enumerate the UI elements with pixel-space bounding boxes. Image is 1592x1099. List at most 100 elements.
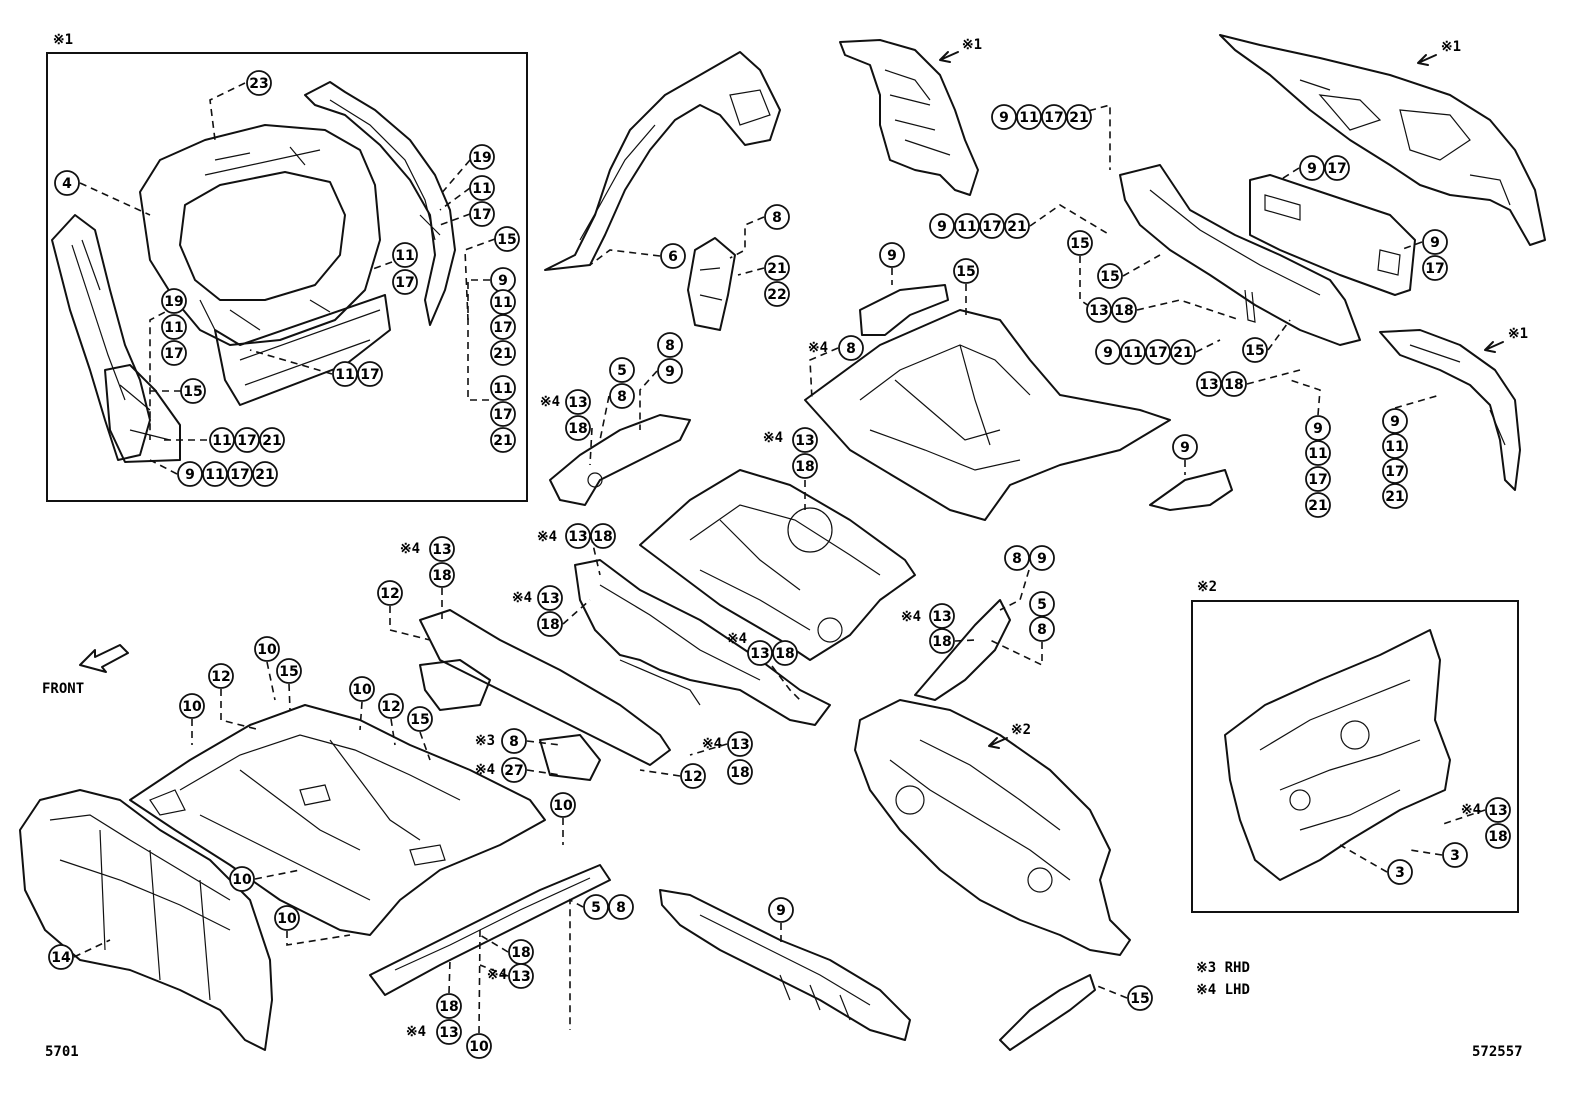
part-number-callout: 13 — [565, 523, 591, 549]
part-number-callout: 21 — [259, 427, 285, 453]
part-number-text: 17 — [1308, 472, 1327, 488]
part-number-callout: 15 — [1242, 337, 1268, 363]
part-number-circle — [1382, 433, 1408, 459]
part-number-text: 13 — [750, 646, 769, 662]
part-number-callout: 5 — [583, 894, 609, 920]
reference-callout: ※4 — [702, 736, 722, 752]
part-number-callout: 18 — [792, 453, 818, 479]
part-number-circle — [764, 281, 790, 307]
part-number-text: 21 — [255, 467, 274, 483]
part-number-text: 17 — [164, 346, 183, 362]
part-number-circle — [276, 658, 302, 684]
part-number-text: 13 — [439, 1025, 458, 1041]
part-number-text: 10 — [182, 699, 202, 715]
part-number-text: 17 — [360, 367, 379, 383]
part-number-text: 13 — [568, 395, 587, 411]
center-floor-pan-part — [639, 469, 916, 661]
part-number-text: 3 — [1395, 865, 1405, 881]
part-number-text: 3 — [1450, 848, 1460, 864]
part-number-circle — [208, 663, 234, 689]
part-number-text: 15 — [1130, 991, 1149, 1007]
part-number-callout: 15 — [1127, 985, 1153, 1011]
part-number-circle — [1066, 104, 1092, 130]
part-number-text: 9 — [1037, 551, 1047, 567]
part-number-text: 11 — [957, 219, 976, 235]
part-number-text: 10 — [257, 642, 277, 658]
part-number-text: 19 — [164, 294, 183, 310]
part-number-text: 18 — [1114, 303, 1133, 319]
part-number-callout: 8 — [764, 204, 790, 230]
rear-pillar-right-part — [304, 81, 456, 326]
part-number-callout: 11 — [332, 361, 358, 387]
reference-callout: ※4 — [1461, 802, 1481, 818]
floor-small-bracket-part — [1149, 469, 1233, 511]
part-number-callout: 8 — [838, 335, 864, 361]
part-number-text: 5 — [591, 900, 601, 916]
part-number-circle — [161, 340, 187, 366]
reference-callout: ※3 — [475, 733, 495, 749]
part-number-callout: 18 — [929, 628, 955, 654]
part-number-circle — [660, 243, 686, 269]
part-number-text: 21 — [1308, 498, 1327, 514]
part-number-circle — [727, 759, 753, 785]
part-number-callout: 11 — [1305, 440, 1331, 466]
part-number-circle — [537, 585, 563, 611]
part-number-callout: 17 — [1305, 466, 1331, 492]
part-number-text: 15 — [410, 712, 429, 728]
small-bracket-part — [687, 237, 736, 331]
part-number-circle — [838, 335, 864, 361]
part-number-text: 9 — [1103, 345, 1113, 361]
part-number-callout: 8 — [1004, 545, 1030, 571]
part-number-circle — [490, 427, 516, 453]
part-number-text: 11 — [335, 367, 354, 383]
part-number-callout: 21 — [1004, 213, 1030, 239]
part-number-callout: 17 — [1324, 155, 1350, 181]
part-number-callout: 17 — [1041, 104, 1067, 130]
part-number-text: 11 — [1019, 110, 1038, 126]
part-number-callout: 11 — [209, 427, 235, 453]
part-number-circle — [1422, 255, 1448, 281]
part-number-text: 11 — [1123, 345, 1142, 361]
part-number-callout: 15 — [1067, 230, 1093, 256]
part-number-text: 11 — [493, 381, 512, 397]
part-number-circle — [469, 175, 495, 201]
part-number-callout: 9 — [929, 213, 955, 239]
part-number-callout: 23 — [246, 70, 272, 96]
part-number-text: 13 — [1199, 377, 1218, 393]
reference-callout: ※4 — [512, 590, 532, 606]
reference-callout: ※2 — [1011, 722, 1031, 738]
rear-pillar-left-part — [51, 214, 181, 463]
front-direction-indicator: FRONT — [42, 644, 129, 697]
reference-callout: ※1 — [962, 37, 982, 53]
part-number-callout: 10 — [229, 866, 255, 892]
part-number-text: 18 — [432, 568, 451, 584]
floor-front-crossmember-part — [369, 864, 611, 996]
part-number-text: 8 — [509, 734, 519, 750]
quarter-pillar-right-part — [1379, 329, 1521, 491]
part-number-circle — [490, 401, 516, 427]
part-number-circle — [590, 523, 616, 549]
part-number-text: 8 — [846, 341, 856, 357]
part-number-text: 17 — [1044, 110, 1063, 126]
part-number-text: 9 — [1430, 235, 1440, 251]
dash-panel-part — [854, 699, 1131, 956]
part-number-callout: 17 — [234, 427, 260, 453]
part-number-circle — [747, 640, 773, 666]
part-number-circle — [1485, 797, 1511, 823]
part-number-circle — [229, 866, 255, 892]
part-number-callout: 10 — [179, 693, 205, 719]
part-number-text: 17 — [493, 407, 512, 423]
part-number-circle — [469, 201, 495, 227]
part-number-text: 15 — [183, 384, 202, 400]
part-number-callout: 12 — [378, 693, 404, 719]
part-number-text: 18 — [932, 634, 951, 650]
part-number-text: 13 — [540, 591, 559, 607]
part-number-callout: 13 — [436, 1019, 462, 1045]
part-number-circle — [1305, 415, 1331, 441]
part-number-text: 11 — [493, 295, 512, 311]
part-number-callout: 21 — [1305, 492, 1331, 518]
part-number-text: 21 — [493, 433, 512, 449]
part-number-text: 13 — [568, 529, 587, 545]
part-number-circle — [209, 427, 235, 453]
part-number-text: 10 — [352, 682, 372, 698]
